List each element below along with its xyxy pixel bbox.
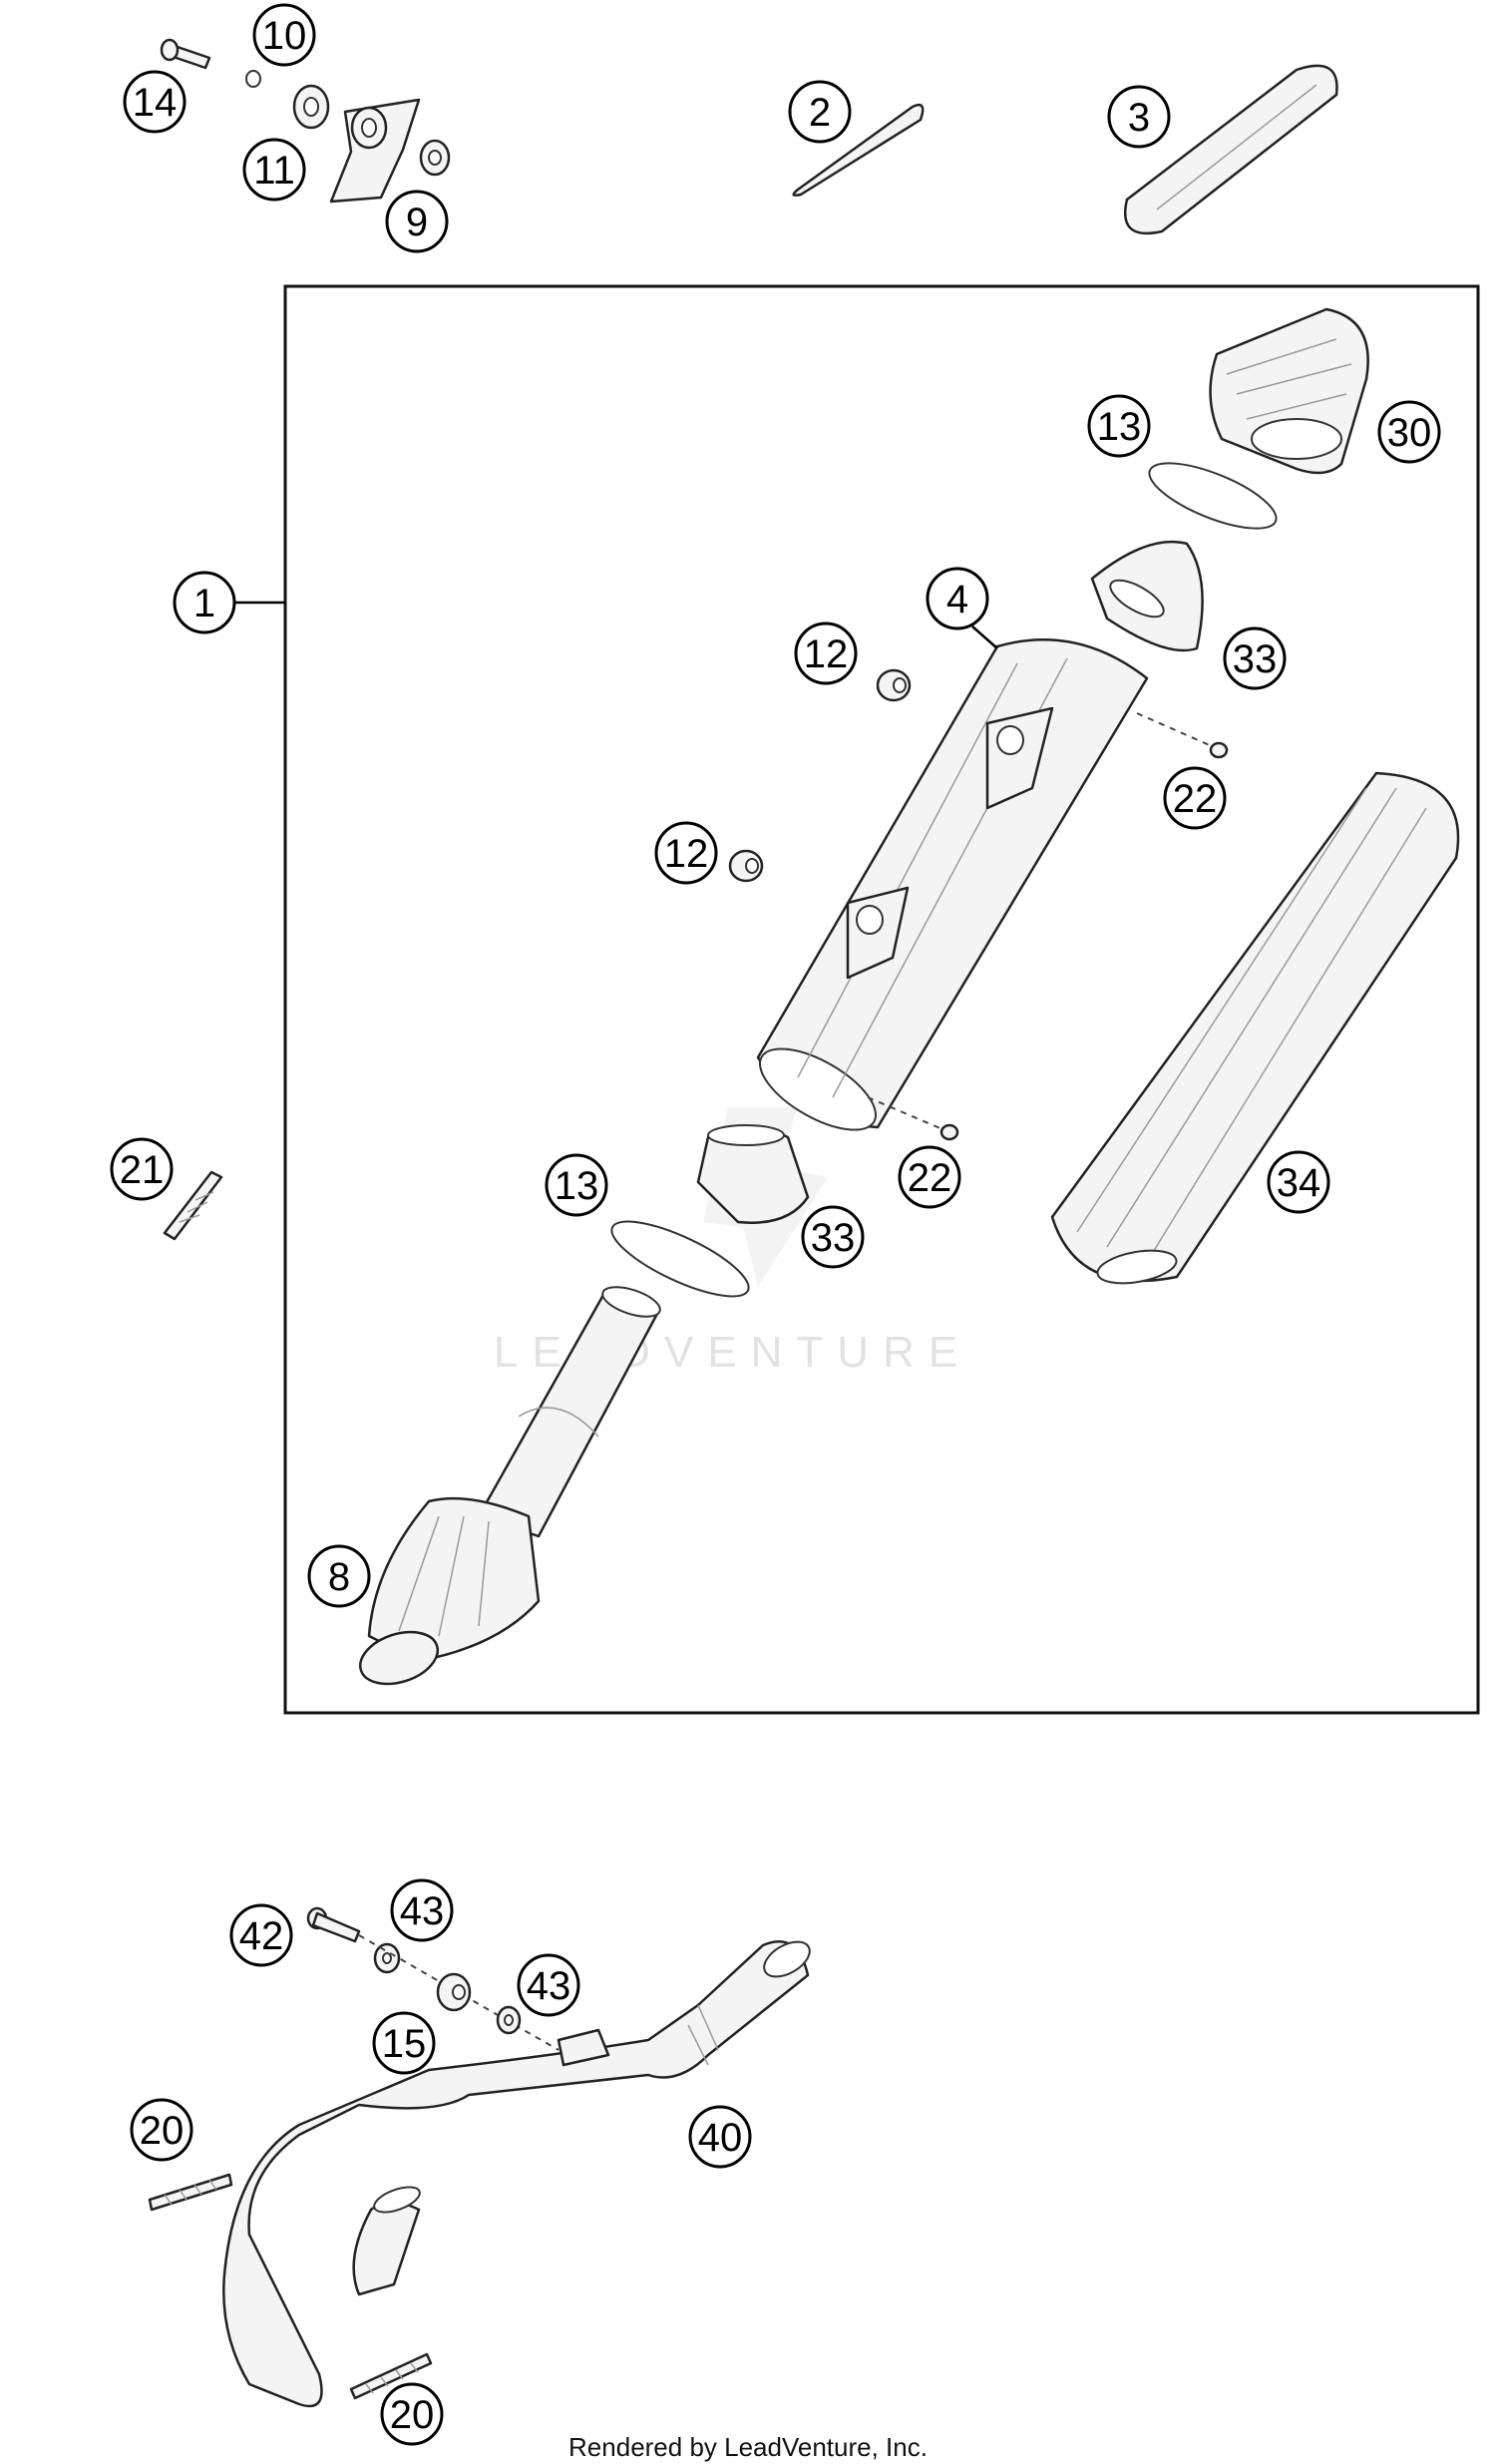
callout-3-label: 3 — [1128, 96, 1150, 140]
callout-10: 10 — [252, 3, 316, 67]
part-11-grommet — [292, 84, 330, 130]
callout-13-lower: 13 — [545, 1153, 608, 1217]
callout-15: 15 — [372, 2011, 436, 2075]
part-20-spring-lower — [349, 2352, 433, 2400]
callout-4: 4 — [926, 567, 989, 630]
part-33-lower — [696, 1124, 810, 1224]
footer-credit: Rendered by LeadVenture, Inc. — [568, 2432, 928, 2462]
callout-22-lower-label: 22 — [908, 1156, 952, 1200]
callout-12-lower: 12 — [654, 821, 718, 885]
callout-9-label: 9 — [406, 201, 428, 244]
part-21-spring — [163, 1170, 223, 1241]
callout-4-label: 4 — [946, 578, 968, 621]
part-40-header-pipe — [222, 1940, 811, 2408]
part-3-heat-shield — [1124, 64, 1338, 235]
part-33-upper — [1090, 540, 1204, 652]
callout-33-upper: 33 — [1223, 626, 1287, 690]
callout-43-lower: 43 — [517, 1953, 580, 2017]
callout-12-upper: 12 — [794, 621, 858, 685]
callout-11: 11 — [242, 138, 306, 202]
part-4-silencer-body — [756, 637, 1149, 1131]
part-13-gasket-upper — [1148, 462, 1278, 530]
callout-42-label: 42 — [239, 1914, 284, 1958]
callout-21: 21 — [110, 1137, 174, 1201]
part-15-bushing — [436, 1972, 472, 2012]
callout-12-lower-label: 12 — [664, 832, 709, 876]
part-43-washer-upper — [373, 1942, 401, 1974]
callout-2: 2 — [788, 80, 852, 144]
callout-20-upper: 20 — [130, 2098, 193, 2162]
callout-22-upper-label: 22 — [1173, 777, 1218, 821]
callout-13-upper: 13 — [1087, 394, 1151, 458]
part-20-spring-upper — [148, 2173, 233, 2212]
assembly-frame — [283, 284, 1480, 1715]
part-8-inner-tube — [358, 1286, 661, 1686]
part-30-end-cap — [1209, 307, 1369, 475]
part-9-bracket — [329, 98, 421, 204]
callout-13-upper-label: 13 — [1097, 405, 1142, 449]
callout-20-upper-label: 20 — [140, 2109, 185, 2153]
callout-1: 1 — [173, 571, 236, 634]
callout-14: 14 — [123, 70, 187, 134]
callout-2-label: 2 — [809, 91, 831, 135]
part-34-outer-sleeve — [1050, 771, 1460, 1285]
callout-3: 3 — [1107, 85, 1171, 149]
callout-20-lower: 20 — [380, 2382, 444, 2446]
assembly-axis-line — [358, 1934, 560, 2051]
callout-34-label: 34 — [1277, 1161, 1321, 1205]
callout-33-lower-label: 33 — [811, 1216, 856, 1260]
callout-9: 9 — [385, 190, 449, 253]
callout-11-label: 11 — [253, 149, 295, 193]
callout-43-upper-label: 43 — [400, 1889, 445, 1933]
callout-22-lower: 22 — [898, 1145, 961, 1209]
callout-13-lower-label: 13 — [555, 1164, 599, 1208]
callout-12-upper-label: 12 — [804, 632, 849, 676]
callout-40: 40 — [688, 2105, 752, 2169]
callout-33-lower: 33 — [801, 1205, 865, 1269]
callout-14-label: 14 — [133, 81, 178, 125]
leader-4 — [971, 625, 998, 649]
callout-30: 30 — [1377, 400, 1441, 464]
callout-33-upper-label: 33 — [1233, 637, 1278, 681]
part-22-screw-lower — [867, 1096, 959, 1141]
part-9-grommet — [419, 139, 451, 177]
callout-42: 42 — [229, 1903, 293, 1967]
callout-20-lower-label: 20 — [390, 2393, 435, 2437]
callout-8: 8 — [307, 1544, 371, 1608]
callout-15-label: 15 — [382, 2022, 427, 2066]
part-14-bolt — [160, 38, 211, 70]
part-10-washer — [245, 70, 261, 88]
callout-30-label: 30 — [1387, 411, 1432, 455]
part-22-screw-upper — [1136, 712, 1229, 759]
callout-1-label: 1 — [193, 582, 215, 625]
callout-43-lower-label: 43 — [527, 1964, 571, 2008]
part-43-washer-lower — [496, 2005, 522, 2035]
part-13-gasket-lower — [610, 1220, 750, 1298]
part-12-grommet-upper — [876, 668, 912, 702]
callout-8-label: 8 — [328, 1555, 350, 1599]
callout-43-upper: 43 — [390, 1878, 454, 1942]
callout-10-label: 10 — [262, 14, 307, 58]
callout-34: 34 — [1267, 1150, 1330, 1214]
part-42-bolt — [306, 1906, 361, 1943]
part-12-grommet-lower — [728, 849, 764, 883]
callout-22-upper: 22 — [1163, 766, 1227, 830]
callout-40-label: 40 — [698, 2116, 743, 2160]
part-2-pad — [792, 103, 925, 198]
callout-21-label: 21 — [120, 1148, 165, 1192]
